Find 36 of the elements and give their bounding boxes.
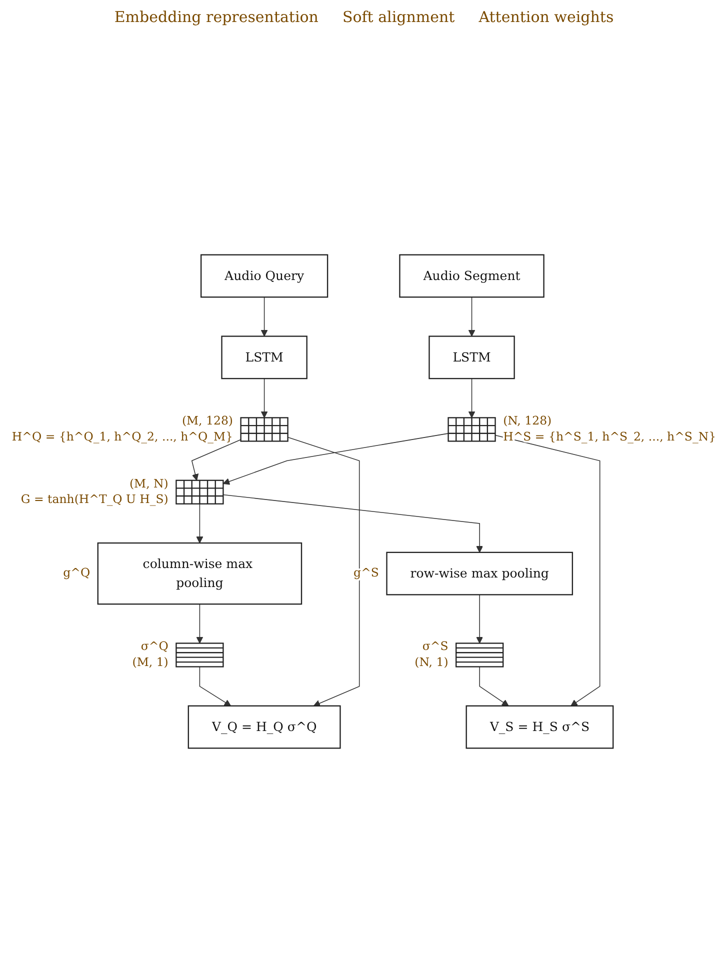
arrow xyxy=(196,503,204,544)
arrow xyxy=(476,594,484,644)
math-label: (M, 128) xyxy=(182,414,233,428)
arrow xyxy=(287,436,360,707)
node-box: LSTM xyxy=(428,336,515,380)
arrow xyxy=(222,494,484,553)
annotation-label: Embedding representation xyxy=(114,8,318,26)
arrow xyxy=(468,296,476,337)
math-label: H^S = {h^S_1, h^S_2, ..., h^S_N} xyxy=(503,429,716,444)
arrow xyxy=(494,434,600,706)
node-box: Audio Segment xyxy=(399,254,544,298)
math-label: H^Q = {h^Q_1, h^Q_2, ..., h^Q_M} xyxy=(12,429,233,444)
math-label: (N, 128) xyxy=(503,414,552,428)
arrow xyxy=(191,439,242,481)
math-label: (M, 1) xyxy=(132,654,168,669)
node-box: LSTM xyxy=(221,336,308,380)
node-box: row-wise max pooling xyxy=(386,552,574,596)
math-label: G = tanh(H^T_Q U H_S) xyxy=(20,492,168,506)
math-label: g^Q xyxy=(63,566,90,580)
arrow xyxy=(196,604,204,644)
math-label: σ^Q xyxy=(140,639,168,654)
arrow xyxy=(222,433,449,485)
math-label: σ^S xyxy=(422,639,448,654)
node-box: column-wise max pooling xyxy=(97,542,302,605)
node-box: V_Q = H_Q σ^Q xyxy=(188,705,341,749)
node-box: V_S = H_S σ^S xyxy=(466,705,614,749)
arrow xyxy=(479,666,509,706)
arrow xyxy=(260,378,268,418)
annotation-label: Attention weights xyxy=(478,8,614,26)
node-box: Audio Query xyxy=(200,254,328,298)
math-label: (N, 1) xyxy=(414,654,448,669)
arrow xyxy=(199,666,232,706)
annotation-label: Soft alignment xyxy=(342,8,455,26)
arrow xyxy=(468,378,476,418)
math-label: (M, N) xyxy=(129,476,168,490)
arrow xyxy=(260,296,268,337)
